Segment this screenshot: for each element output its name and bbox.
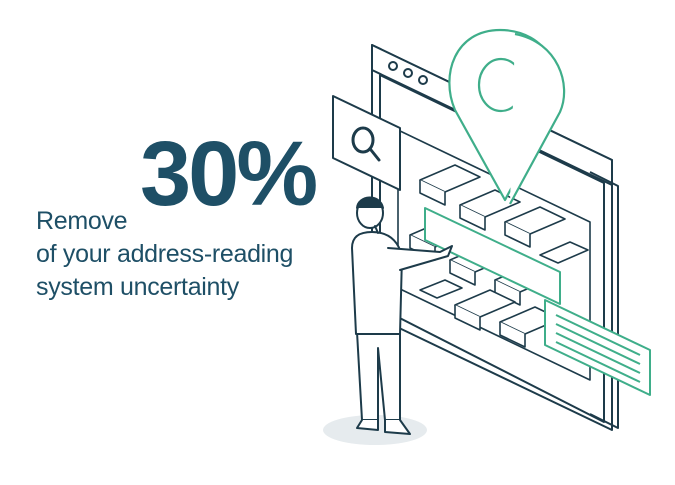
magnifier-card [332, 95, 401, 191]
headline: 30% Remove of your address-reading syste… [36, 123, 318, 301]
person-icon [351, 196, 453, 435]
headline-line2: of your address-reading [36, 240, 294, 268]
headline-prefix: Remove [36, 207, 128, 235]
headline-percent: 30% [140, 123, 318, 225]
address-reading-illustration [323, 28, 651, 445]
address-card [544, 299, 651, 396]
scan-band [424, 207, 561, 305]
headline-line3: system uncertainty [36, 273, 240, 301]
map-pin-icon [448, 28, 566, 205]
magnifier-icon [351, 126, 381, 162]
